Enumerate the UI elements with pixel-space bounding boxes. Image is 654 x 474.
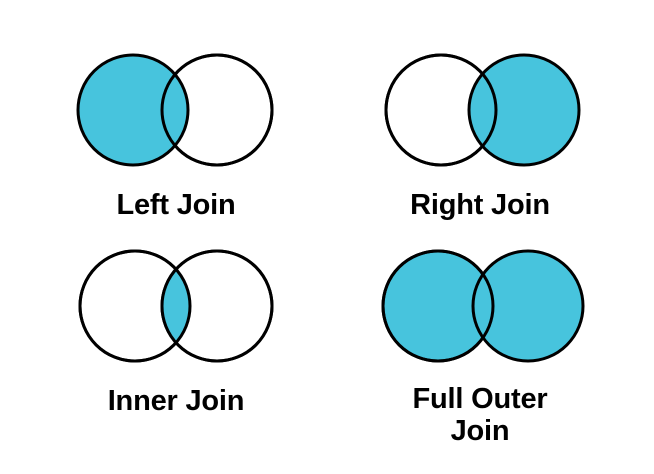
right-set-circle-outline xyxy=(160,53,274,167)
left-set-circle xyxy=(76,53,190,167)
panel-full-outer-join: Full Outer Join xyxy=(352,246,608,448)
right-join-venn-svg xyxy=(384,53,581,167)
left-join-venn-svg xyxy=(76,53,274,167)
right-set-circle xyxy=(467,53,581,167)
venn-diagram-left-join xyxy=(48,50,304,175)
left-set-circle-outline xyxy=(384,53,498,167)
venn-diagram-inner-join xyxy=(48,246,304,371)
panel-label-left-join: Left Join xyxy=(116,189,236,221)
left-set-circle-outline xyxy=(78,249,192,363)
right-set-circle-outline xyxy=(160,249,274,363)
panel-inner-join: Inner Join xyxy=(48,246,304,417)
right-set-circle xyxy=(471,249,585,363)
venn-diagram-full-outer-join xyxy=(352,246,608,371)
full-outer-join-venn-svg xyxy=(381,249,585,363)
venn-diagram-right-join xyxy=(352,50,608,175)
inner-join-venn-svg xyxy=(78,249,274,363)
panel-right-join: Right Join xyxy=(352,50,608,221)
panel-label-inner-join: Inner Join xyxy=(107,385,245,417)
panel-label-right-join: Right Join xyxy=(410,189,550,221)
left-set-circle-outline xyxy=(381,249,495,363)
panel-left-join: Left Join xyxy=(48,50,304,221)
panel-label-full-outer-join: Full Outer Join xyxy=(412,383,548,448)
